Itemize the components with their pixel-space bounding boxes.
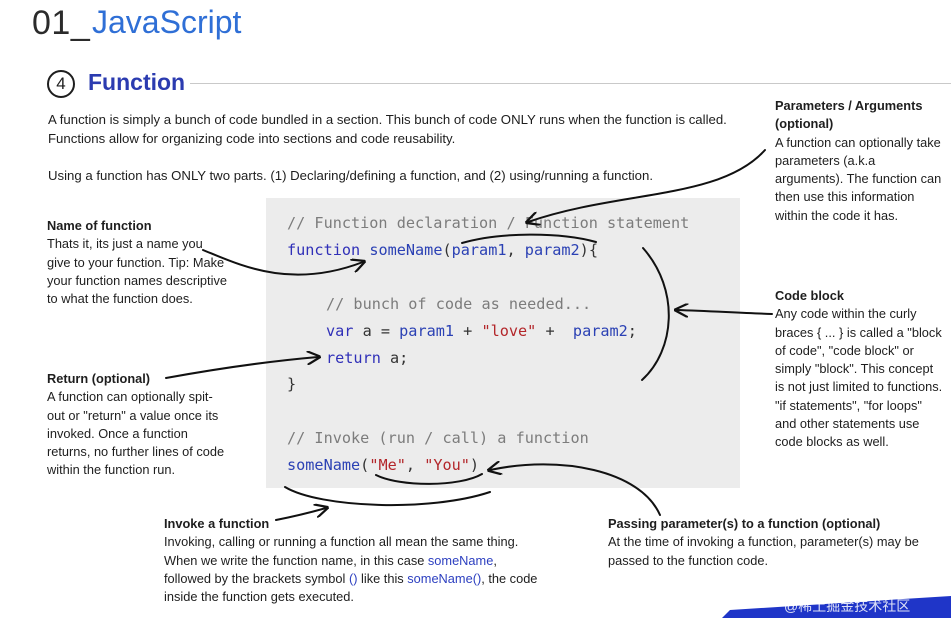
note-passing-title: Passing parameter(s) to a function (opti… xyxy=(608,516,881,531)
arg-me: "Me" xyxy=(369,456,406,474)
call-function-name: someName xyxy=(287,456,361,474)
note-name-of-function: Name of function Thats it, its just a na… xyxy=(47,217,227,308)
arrow-name-of-function xyxy=(202,249,363,276)
return-value: a; xyxy=(380,349,409,367)
note-code-block-title: Code block xyxy=(775,288,844,303)
plus-op-2: + xyxy=(536,322,573,340)
note-invoke-fn2: someName() xyxy=(407,570,482,586)
param2: param2 xyxy=(524,241,580,259)
keyword-var: var xyxy=(326,322,354,340)
code-comment-invoke: // Invoke (run / call) a function xyxy=(287,429,589,447)
param1: param1 xyxy=(451,241,507,259)
param2-ref: param2 xyxy=(572,322,628,340)
keyword-return: return xyxy=(326,349,381,367)
underline-invoke xyxy=(284,486,491,507)
arrow-invoke xyxy=(275,508,326,521)
param1-ref: param1 xyxy=(399,322,455,340)
arrow-passing xyxy=(490,464,661,516)
close-paren-brace: ){ xyxy=(579,241,598,259)
function-name: someName xyxy=(369,241,443,259)
underline-arguments xyxy=(375,473,483,485)
note-parameters: Parameters / Arguments (optional) A func… xyxy=(775,97,945,225)
closing-brace: } xyxy=(287,375,297,393)
code-comment-body: // bunch of code as needed... xyxy=(326,295,592,313)
note-code-block: Code block Any code within the curly bra… xyxy=(775,287,945,452)
code-line-invoke: someName("Me", "You") xyxy=(287,456,479,474)
chapter-title: JavaScript xyxy=(92,4,242,40)
note-invoke-title: Invoke a function xyxy=(164,516,270,531)
note-invoke-body-d: , the code inside the function gets exec… xyxy=(164,570,538,605)
open-paren: ( xyxy=(442,241,452,259)
param-comma: , xyxy=(506,241,525,259)
note-invoke-body-a: Invoking, calling or running a function … xyxy=(164,534,519,568)
note-name-title: Name of function xyxy=(47,218,152,233)
section-divider xyxy=(190,83,951,84)
section-number-badge: 4 xyxy=(47,70,75,98)
var-assign: a = xyxy=(353,322,400,340)
note-name-body: Thats it, its just a name you give to yo… xyxy=(47,236,227,307)
code-panel: // Function declaration / Function state… xyxy=(266,198,740,488)
code-comment-declaration: // Function declaration / Function state… xyxy=(287,214,690,232)
note-invoke-brackets: () xyxy=(348,570,358,586)
note-return-body: A function can optionally spit-out or "r… xyxy=(47,389,225,478)
watermark: @稀土掘金技术社区 xyxy=(784,598,911,614)
arg-comma: , xyxy=(405,456,425,474)
arrow-parameters xyxy=(528,149,766,222)
note-invoke-fn1: someName xyxy=(427,552,494,568)
note-passing-parameters: Passing parameter(s) to a function (opti… xyxy=(608,515,928,570)
intro-paragraph-2: Using a function has ONLY two parts. (1)… xyxy=(48,168,654,183)
plus-op-1: + xyxy=(454,322,482,340)
note-parameters-body: A function can optionally take parameter… xyxy=(775,134,942,223)
code-line-declaration: function someName(param1, param2){ xyxy=(287,241,598,259)
note-return: Return (optional) A function can optiona… xyxy=(47,370,227,480)
footer-bar xyxy=(722,596,951,618)
arrow-return xyxy=(165,357,318,379)
note-invoke-body-c: like this xyxy=(357,570,408,586)
string-love: "love" xyxy=(481,322,537,340)
section-title: Function xyxy=(88,69,186,95)
chapter-number: 01_ xyxy=(32,4,91,42)
note-return-title: Return (optional) xyxy=(47,371,151,386)
arrow-code-block xyxy=(677,310,773,314)
note-invoke: Invoke a function Invoking, calling or r… xyxy=(164,515,544,606)
note-passing-body: At the time of invoking a function, para… xyxy=(608,534,919,568)
curve-code-block xyxy=(641,247,670,381)
keyword-function: function xyxy=(287,241,361,259)
note-parameters-title: Parameters / Arguments (optional) xyxy=(775,98,923,132)
intro-paragraph-1: A function is simply a bunch of code bun… xyxy=(48,112,727,146)
code-line-return: return a; xyxy=(326,349,408,367)
call-open-paren: ( xyxy=(360,456,370,474)
call-close-paren: ) xyxy=(469,456,480,474)
arg-you: "You" xyxy=(424,456,470,474)
note-invoke-body-b: , followed by the brackets symbol xyxy=(164,552,497,586)
underline-parameters xyxy=(461,233,597,244)
note-code-block-body: Any code within the curly braces { ... }… xyxy=(775,306,943,450)
code-line-var: var a = param1 + "love" + param2; xyxy=(326,322,637,340)
semicolon: ; xyxy=(627,322,637,340)
